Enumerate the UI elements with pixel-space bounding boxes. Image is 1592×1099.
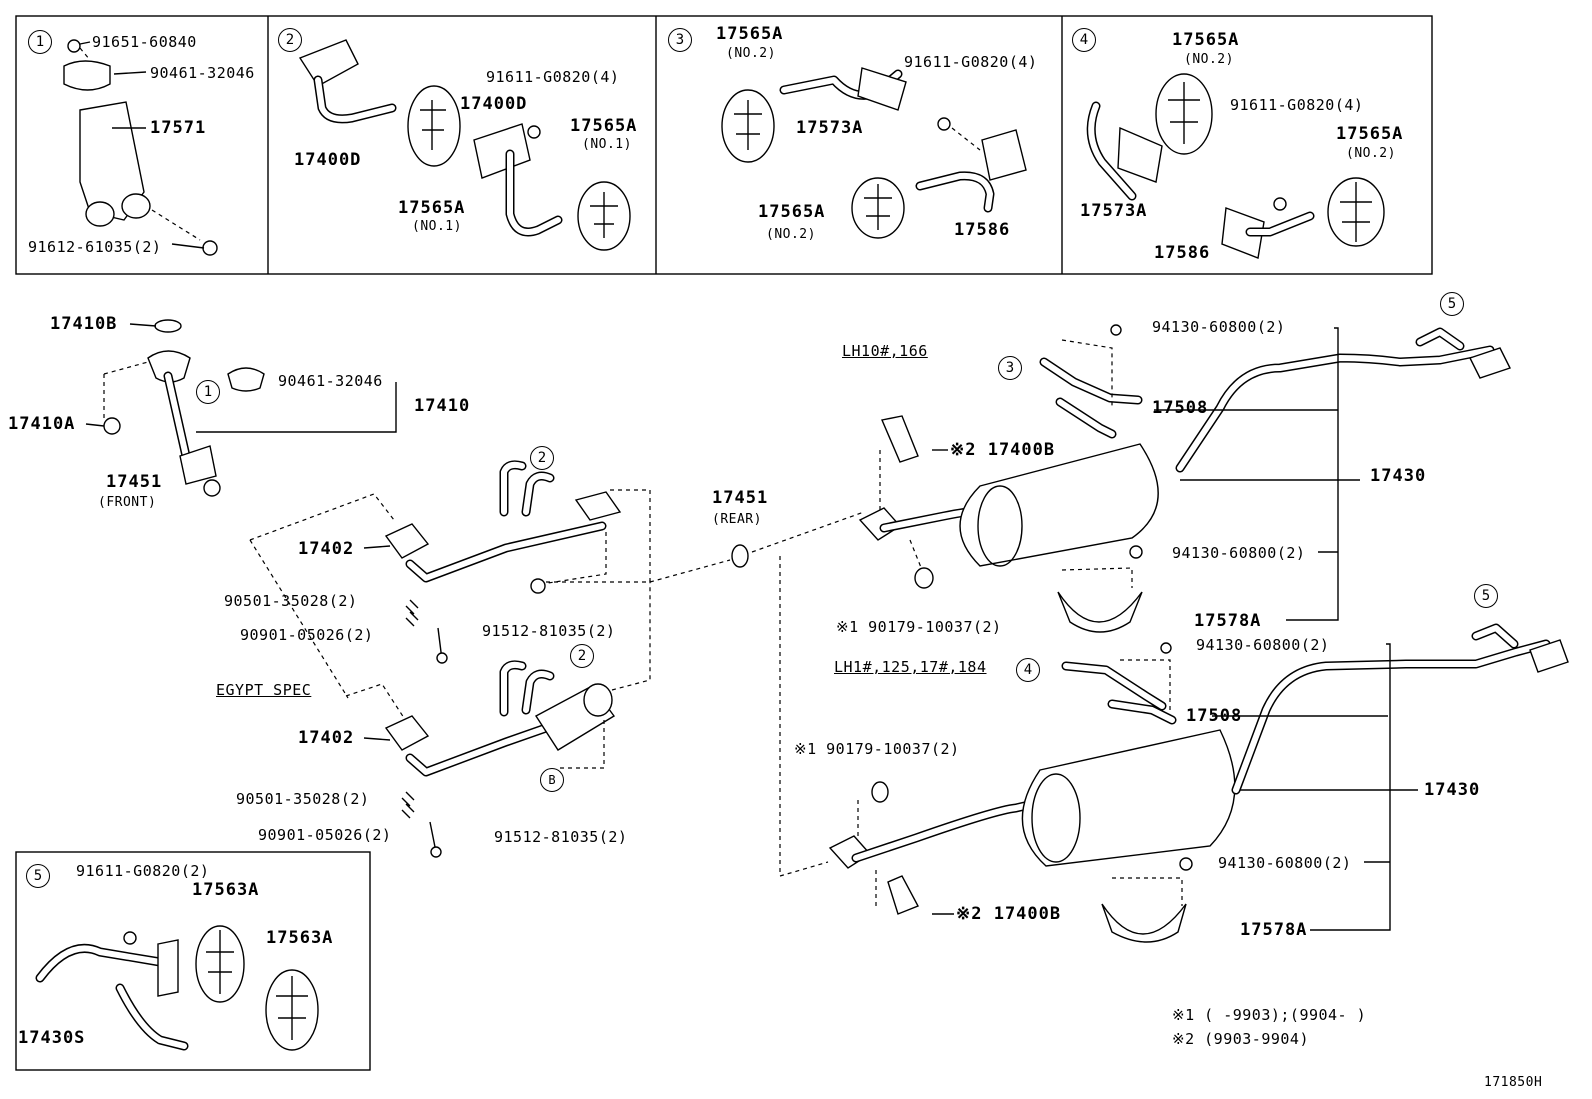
inset3-insulator2-label: 17565A	[758, 202, 826, 222]
gasket-17410b-label: 17410B	[50, 314, 118, 334]
ref-circle-4: 4	[1016, 658, 1040, 682]
muffler-upper-art	[858, 324, 1511, 633]
inset3-number: 3	[668, 28, 692, 52]
insulator-17508-lower-label: 17508	[1186, 706, 1243, 726]
inset1-bracket-label: 17571	[150, 118, 207, 138]
inset5-insulator2-label: 17563A	[266, 928, 334, 948]
inset4-insulator-no-label: (NO.2)	[1184, 52, 1234, 67]
inset3-insulator-no-label: (NO.2)	[726, 46, 776, 61]
nut-90179-upper-label: ※1 90179-10037(2)	[836, 618, 1002, 636]
spring-90501-lower-label: 90501-35028(2)	[236, 790, 370, 808]
protector-17578a-lower-label: 17578A	[1240, 920, 1308, 940]
muffler-17430-upper-label: 17430	[1370, 466, 1427, 486]
protector-17578a-upper-label: 17578A	[1194, 611, 1262, 631]
nut-94130-d-label: 94130-60800(2)	[1218, 854, 1352, 872]
bracket-17400b-lower-label: ※2 17400B	[956, 904, 1062, 924]
front-pipe-art	[103, 319, 397, 497]
top-inset-frame	[15, 15, 1433, 275]
rear-gasket-art	[649, 511, 865, 877]
muffler-lower-art	[828, 623, 1569, 943]
inset2-art	[298, 39, 631, 251]
inset4-insulator-label: 17565A	[1172, 30, 1240, 50]
inset1-clamp-label: 90461-32046	[150, 64, 255, 82]
nut-94130-b-label: 94130-60800(2)	[1172, 544, 1306, 562]
catalytic-pipe-upper-art	[249, 460, 651, 699]
nut-94130-a-label: 94130-60800(2)	[1152, 318, 1286, 336]
inset2-insulator-no-label: (NO.1)	[412, 219, 462, 234]
ref-circle-2b: 2	[570, 644, 594, 668]
inset4-art	[1086, 73, 1385, 259]
inset4-bracket2-label: 17586	[1154, 243, 1211, 263]
ref-circle-3: 3	[998, 356, 1022, 380]
footnote-1: ※1 ( -9903);(9904- )	[1172, 1006, 1367, 1024]
inset3-bracket2-label: 17586	[954, 220, 1011, 240]
pipe-17402-upper-label: 17402	[298, 539, 355, 559]
gasket-rear-17451-label: 17451	[712, 488, 769, 508]
gasket-front-note: (FRONT)	[98, 495, 157, 510]
model-lh1-label: LH1#,125,17#,184	[834, 658, 987, 676]
inset3-insulator-label: 17565A	[716, 24, 784, 44]
inset2-bracket2-label: 17400D	[460, 94, 528, 114]
leader-lines	[79, 41, 954, 915]
inset1-bolt-label: 91651-60840	[92, 33, 197, 51]
inset4-bracket-label: 17573A	[1080, 201, 1148, 221]
bolt-91512-upper-label: 91512-81035(2)	[482, 622, 616, 640]
inset3-bolt-label: 91611-G0820(4)	[904, 53, 1038, 71]
muffler-17430-lower-label: 17430	[1424, 780, 1481, 800]
footnote-2: ※2 (9903-9904)	[1172, 1030, 1309, 1048]
inset2-bolt-label: 91611-G0820(4)	[486, 68, 620, 86]
inset5-art	[35, 925, 319, 1051]
ref-circle-2a: 2	[530, 446, 554, 470]
inset4-insulator2-no-label: (NO.2)	[1346, 146, 1396, 161]
nut-90179-lower-label: ※1 90179-10037(2)	[794, 740, 960, 758]
inset3-insulator2-no-label: (NO.2)	[766, 227, 816, 242]
inset5-tailpipe-label: 17430S	[18, 1028, 86, 1048]
nut-94130-c-label: 94130-60800(2)	[1196, 636, 1330, 654]
model-lh10-label: LH10#,166	[842, 342, 928, 360]
inset2-number: 2	[278, 28, 302, 52]
inset4-bolt-label: 91611-G0820(4)	[1230, 96, 1364, 114]
inset4-number: 4	[1072, 28, 1096, 52]
inset2-insulator2-no-label: (NO.1)	[582, 137, 632, 152]
inset3-bracket-label: 17573A	[796, 118, 864, 138]
illustration-ref-number: 171850H	[1484, 1075, 1543, 1090]
spring-90501-upper-label: 90501-35028(2)	[224, 592, 358, 610]
insulator-17508-upper-label: 17508	[1152, 398, 1209, 418]
inset1-number: 1	[28, 30, 52, 54]
clamp-90461-label: 90461-32046	[278, 372, 383, 390]
catalytic-pipe-lower-art	[345, 580, 651, 858]
ref-circle-1: 1	[196, 380, 220, 404]
bracket-17400b-upper-label: ※2 17400B	[950, 440, 1056, 460]
egypt-spec-label: EGYPT SPEC	[216, 681, 312, 699]
ref-circle-5a: 5	[1440, 292, 1464, 316]
bolt-90901-upper-label: 90901-05026(2)	[240, 626, 374, 644]
bolt-91512-lower-label: 91512-81035(2)	[494, 828, 628, 846]
inset5-insulator-label: 17563A	[192, 880, 260, 900]
ref-circle-b: B	[540, 768, 564, 792]
inset2-bracket-label: 17400D	[294, 150, 362, 170]
inset5-number: 5	[26, 864, 50, 888]
gasket-front-17451-label: 17451	[106, 472, 163, 492]
front-pipe-17410-label: 17410	[414, 396, 471, 416]
ref-circle-5b: 5	[1474, 584, 1498, 608]
inset1-art	[63, 39, 218, 256]
inset1-bolt2-label: 91612-61035(2)	[28, 238, 162, 256]
inset3-art	[721, 67, 1027, 239]
inset5-bolt-label: 91611-G0820(2)	[76, 862, 210, 880]
bolt-90901-lower-label: 90901-05026(2)	[258, 826, 392, 844]
inset4-insulator2-label: 17565A	[1336, 124, 1404, 144]
inset2-insulator2-label: 17565A	[570, 116, 638, 136]
inset2-insulator-label: 17565A	[398, 198, 466, 218]
pipe-17402-lower-label: 17402	[298, 728, 355, 748]
gasket-17410a-label: 17410A	[8, 414, 76, 434]
gasket-rear-note: (REAR)	[712, 512, 762, 527]
inset5-frame	[15, 851, 371, 1071]
